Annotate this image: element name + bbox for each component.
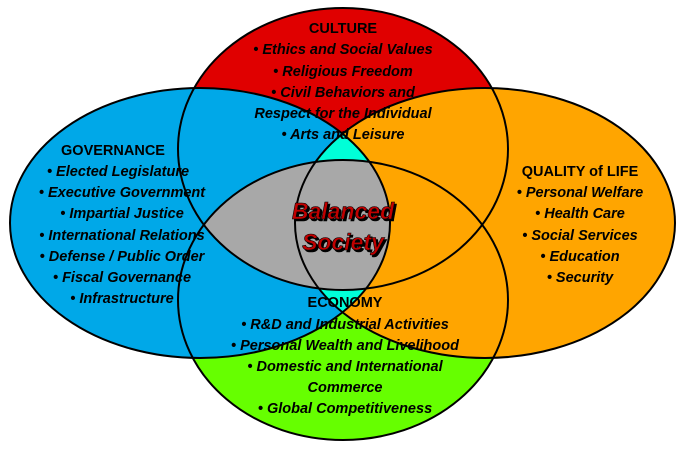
quality-of-life-item: • Social Services: [522, 228, 638, 244]
governance-item: • Elected Legislature: [47, 164, 189, 180]
governance-item: • Impartial Justice: [60, 206, 184, 222]
governance-item: • Defense / Public Order: [40, 249, 206, 265]
economy-title: ECONOMY: [308, 295, 383, 311]
economy-item: • R&D and Industrial Activities: [241, 317, 449, 333]
economy-item: Commerce: [308, 380, 383, 396]
culture-outline: [177, 7, 509, 291]
culture-item: • Arts and Leisure: [282, 127, 405, 143]
culture-item: Respect for the Individual: [254, 106, 432, 122]
governance-item: • Fiscal Governance: [53, 270, 191, 286]
balanced-society-region: [178, 160, 390, 290]
quality-of-life-item: • Education: [540, 249, 619, 265]
quality-of-life-title: QUALITY of LIFE: [522, 164, 639, 180]
culture-title: CULTURE: [309, 21, 378, 37]
center-title-line1: Balanced: [292, 198, 395, 224]
governance-outline: [9, 87, 391, 359]
quality-of-life-item: • Health Care: [535, 206, 625, 222]
culture-item: • Civil Behaviors and: [271, 85, 416, 101]
culture-item: • Ethics and Social Values: [253, 42, 432, 58]
economy-item: • Global Competitiveness: [258, 401, 432, 417]
governance-title: GOVERNANCE: [61, 143, 165, 159]
quality-of-life-item: • Security: [547, 270, 614, 286]
economy-outline: [177, 159, 509, 441]
center-title-line2: Society: [302, 229, 385, 255]
quality-of-life-item: • Personal Welfare: [517, 185, 644, 201]
economy-item: • Personal Wealth and Livelihood: [231, 338, 460, 354]
economy-item: • Domestic and International: [247, 359, 443, 375]
quality-of-life-outline: [294, 87, 676, 359]
governance-item: • Infrastructure: [70, 291, 173, 307]
governance-ellipse: [10, 88, 390, 358]
governance-item: • International Relations: [39, 228, 204, 244]
quality-of-life-ellipse: [295, 88, 675, 358]
culture-item: • Religious Freedom: [273, 64, 413, 80]
governance-item: • Executive Government: [39, 185, 206, 201]
